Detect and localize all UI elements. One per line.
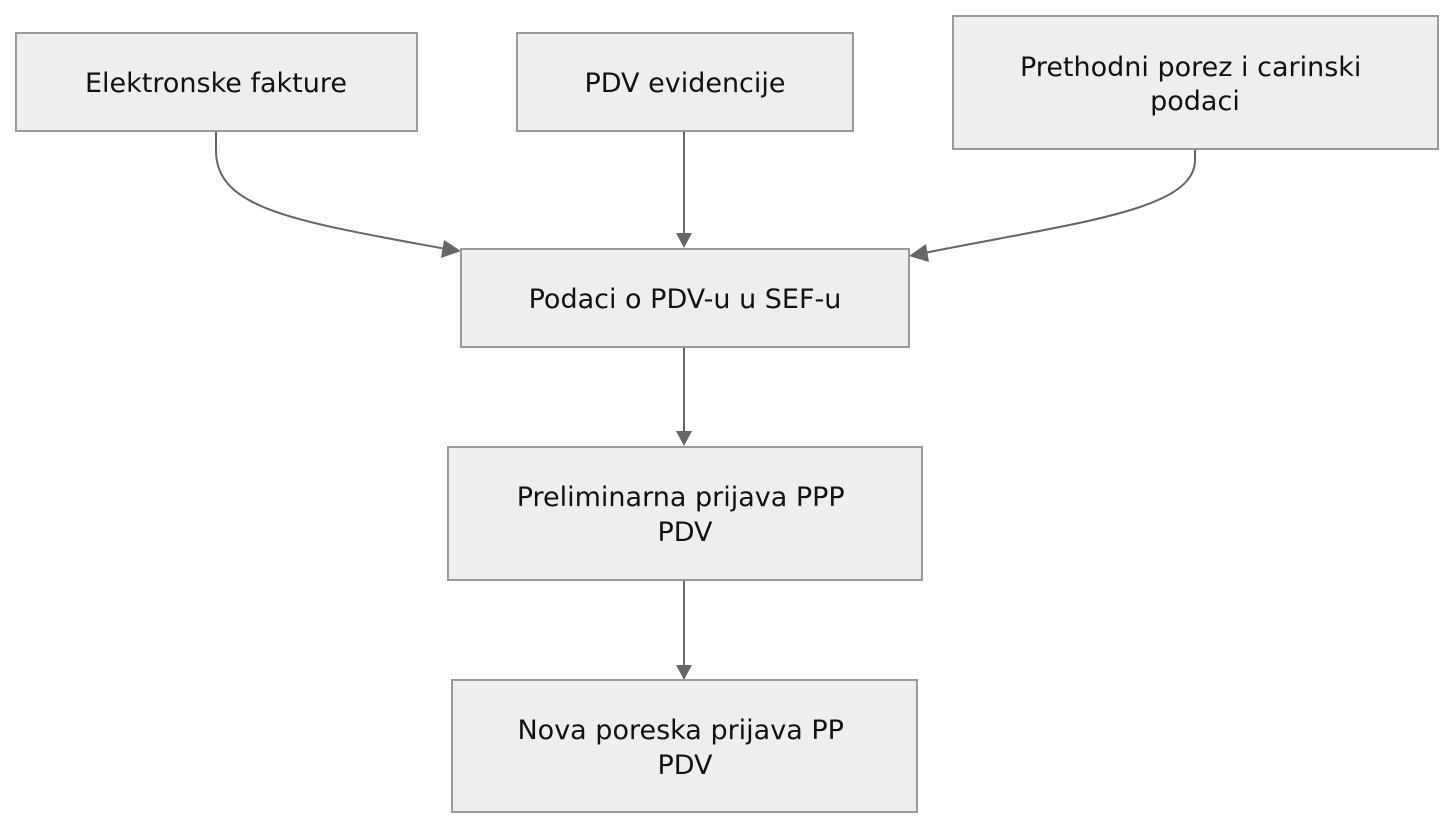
node-label-line: PDV (657, 517, 713, 548)
node-box (447, 446, 923, 581)
arrowhead-pdv-evidencije-to-podaci-sef (676, 233, 692, 248)
node-label: Podaci o PDV-u u SEF-u (529, 284, 842, 315)
node-box (460, 248, 910, 348)
node-label: Nova poreska prijava PP PDV (517, 715, 852, 781)
node-label-line: podaci (1150, 86, 1240, 117)
node-label: PDV evidencije (584, 68, 785, 99)
node-label-line: PDV (657, 750, 713, 781)
node-label-line: Podaci o PDV-u u SEF-u (529, 284, 842, 315)
arrowhead-elektronske-fakture-to-podaci-sef (441, 240, 461, 258)
node-label-line: Elektronske fakture (85, 68, 347, 99)
node-label: Preliminarna prijava PPP PDV (517, 482, 854, 548)
edge-elektronske-fakture-to-podaci-sef (215, 131, 447, 250)
node-box (451, 679, 918, 813)
node-nova-poreska-prijava: Nova poreska prijava PP PDV (451, 679, 918, 813)
arrowhead-podaci-sef-to-preliminarna (676, 431, 692, 446)
node-prethodni-porez: Prethodni porez i carinski podaci (952, 15, 1439, 150)
node-podaci-sef: Podaci o PDV-u u SEF-u (460, 248, 910, 348)
edge-prethodni-porez-to-podaci-sef (923, 149, 1196, 254)
node-label: Prethodni porez i carinski podaci (1020, 52, 1370, 117)
node-label-line: Nova poreska prijava PP (517, 715, 843, 746)
node-box (15, 32, 418, 132)
node-label-line: Preliminarna prijava PPP (517, 482, 845, 513)
node-box (952, 15, 1439, 150)
node-preliminarna-prijava: Preliminarna prijava PPP PDV (447, 446, 923, 581)
node-box (516, 32, 854, 132)
node-label: Elektronske fakture (85, 68, 347, 99)
arrowhead-prethodni-porez-to-podaci-sef (909, 244, 929, 262)
edges (215, 131, 1196, 680)
node-elektronske-fakture: Elektronske fakture (15, 32, 418, 132)
node-pdv-evidencije: PDV evidencije (516, 32, 854, 132)
arrowhead-preliminarna-to-nova (676, 665, 692, 680)
node-label-line: PDV evidencije (584, 68, 785, 99)
node-label-line: Prethodni porez i carinski (1020, 52, 1361, 83)
